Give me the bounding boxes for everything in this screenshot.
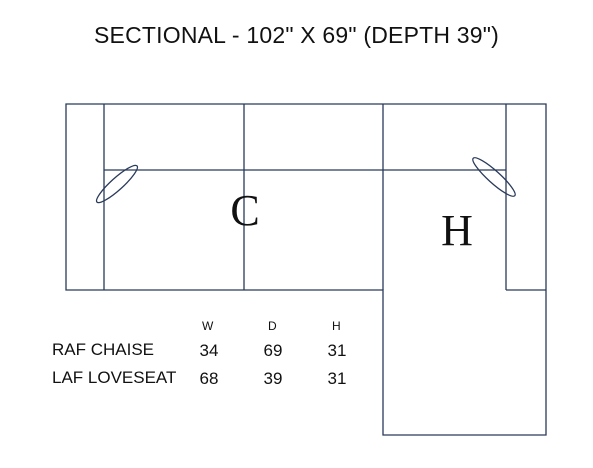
- row-label-raf-chaise: RAF CHAISE: [52, 340, 155, 359]
- loveseat-label: C: [230, 186, 259, 235]
- laf-loveseat-width: 68: [199, 369, 219, 388]
- raf-chaise-depth: 69: [263, 341, 283, 360]
- raf-chaise-width: 34: [199, 341, 219, 360]
- column-header-width: W: [202, 319, 214, 333]
- sectional-outline: [65, 103, 547, 436]
- diagram-title: SECTIONAL - 102" X 69" (DEPTH 39"): [94, 22, 499, 48]
- row-label-laf-loveseat: LAF LOVESEAT: [52, 368, 177, 387]
- left-pillow: [95, 164, 139, 204]
- chaise-label: H: [441, 206, 473, 255]
- raf-chaise-height: 31: [327, 341, 347, 360]
- laf-loveseat-height: 31: [327, 369, 347, 388]
- column-header-height: H: [332, 319, 341, 333]
- right-pillow: [472, 157, 516, 197]
- laf-loveseat-depth: 39: [263, 369, 283, 388]
- column-header-depth: D: [268, 319, 277, 333]
